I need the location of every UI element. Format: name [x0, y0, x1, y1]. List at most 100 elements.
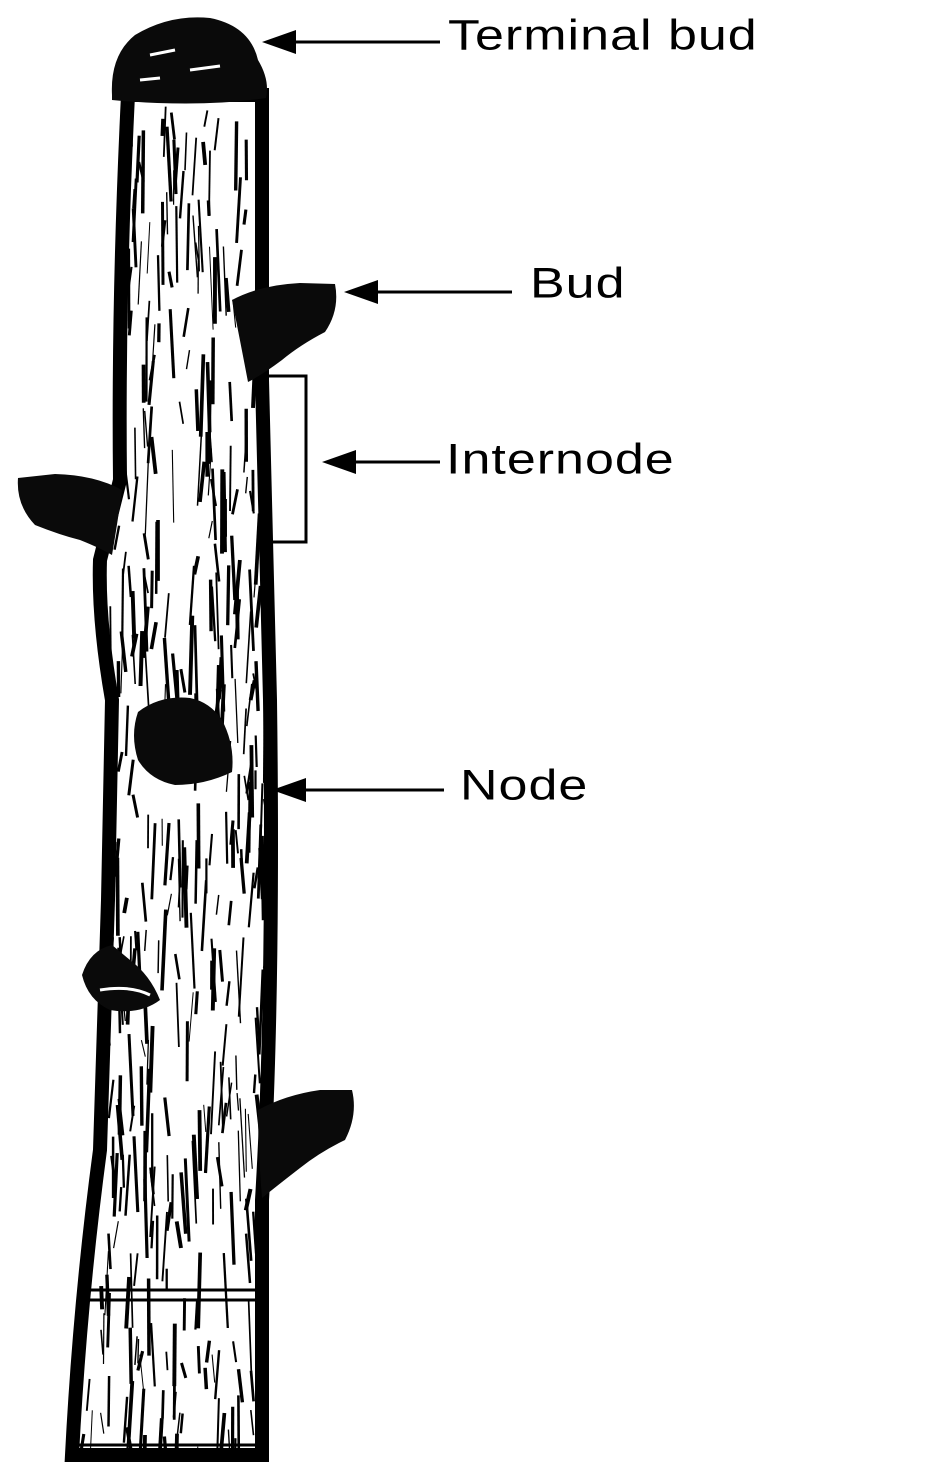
bud-lower-right-shape: [258, 1090, 354, 1198]
bark-stroke: [277, 119, 280, 136]
bark-stroke: [88, 745, 93, 789]
bark-stroke: [85, 192, 87, 220]
bark-stroke: [163, 1390, 164, 1418]
bark-stroke: [198, 1346, 199, 1373]
label-internode: Internode: [446, 438, 675, 481]
bark-stroke: [226, 812, 227, 864]
bud-left-shape: [18, 474, 122, 555]
bark-stroke: [264, 707, 265, 783]
bark-stroke: [167, 192, 168, 234]
bark-stroke: [272, 242, 276, 291]
bark-stroke: [144, 1435, 145, 1470]
bark-stroke: [262, 836, 263, 920]
bark-stroke: [71, 747, 72, 788]
bark-stroke: [199, 226, 200, 272]
bark-stroke: [196, 991, 198, 1014]
bark-stroke: [99, 690, 104, 750]
bark-stroke: [91, 357, 95, 394]
bark-stroke: [83, 1101, 84, 1148]
arrow-node: [272, 778, 444, 802]
bark-stroke: [84, 1006, 86, 1090]
bark-stroke: [143, 130, 144, 213]
bark-stroke: [104, 280, 106, 352]
bark-stroke: [138, 1339, 139, 1363]
bark-stroke: [278, 1219, 280, 1263]
bark-stroke: [71, 586, 72, 642]
bark-stroke: [90, 281, 93, 297]
bark-stroke: [109, 1376, 110, 1427]
bark-stroke: [93, 277, 96, 340]
bark-stroke: [102, 228, 104, 284]
arrow-terminal-bud: [262, 30, 440, 54]
bark-stroke: [75, 1127, 80, 1162]
label-node: Node: [460, 764, 588, 807]
bark-stroke: [91, 647, 92, 678]
bark-stroke: [231, 645, 232, 678]
bark-stroke: [196, 389, 198, 431]
bark-stroke: [228, 565, 229, 625]
bark-stroke: [79, 268, 81, 331]
bark-stroke: [205, 1368, 206, 1389]
bark-stroke: [98, 261, 101, 335]
bud-upper-right-shape: [232, 283, 336, 382]
bark-stroke: [123, 234, 126, 253]
bark-stroke: [98, 300, 102, 342]
bark-stroke: [98, 370, 99, 413]
bark-stroke: [91, 121, 96, 192]
bark-stroke: [278, 677, 279, 759]
bark-stroke: [74, 360, 79, 433]
bark-stroke: [86, 265, 89, 334]
bark-stroke: [69, 1109, 73, 1157]
bark-stroke: [111, 840, 112, 861]
bark-stroke: [96, 346, 100, 427]
bark-stroke: [77, 966, 78, 1043]
bark-stroke: [273, 1351, 275, 1426]
bark-stroke: [278, 989, 280, 1015]
bark-stroke: [107, 168, 112, 249]
bark-stroke: [89, 164, 91, 208]
bark-stroke: [141, 631, 143, 686]
bark-stroke: [135, 428, 136, 480]
bark-stroke: [200, 1110, 201, 1171]
label-bud: Bud: [530, 262, 626, 305]
bark-stroke: [162, 119, 163, 136]
arrow-internode: [322, 450, 440, 474]
bark-stroke: [74, 825, 77, 898]
bark-stroke: [82, 998, 85, 1024]
bark-stroke: [73, 826, 78, 884]
bark-stroke: [76, 771, 77, 817]
bark-stroke: [124, 898, 127, 913]
bark-stroke: [110, 871, 111, 942]
bark-stroke: [209, 151, 210, 216]
bark-stroke: [279, 397, 280, 441]
bark-stroke: [230, 446, 231, 511]
bark-stroke: [241, 849, 242, 870]
bark-stroke: [101, 302, 104, 340]
bark-stroke: [141, 1066, 142, 1125]
bark-stroke: [117, 858, 118, 936]
bark-stroke: [97, 384, 101, 433]
label-terminal-bud: Terminal bud: [448, 14, 758, 57]
bark-stroke: [74, 141, 77, 222]
bark-stroke: [111, 747, 113, 817]
bark-stroke: [273, 436, 278, 516]
bark-stroke: [145, 1179, 147, 1258]
bark-stroke: [184, 847, 186, 927]
bark-stroke: [276, 107, 277, 129]
bark-stroke: [158, 940, 159, 973]
bark-stroke: [90, 1092, 93, 1153]
bark-stroke: [103, 300, 105, 327]
bark-stroke: [70, 1124, 71, 1205]
bark-stroke: [72, 1201, 73, 1260]
bark-stroke: [278, 716, 279, 792]
bark-stroke: [72, 642, 76, 695]
bark-stroke: [166, 1352, 167, 1371]
bark-stroke: [203, 142, 205, 165]
bark-stroke: [116, 110, 119, 169]
bark-stroke: [254, 1075, 255, 1094]
bark-stroke: [152, 571, 153, 609]
bark-stroke: [77, 1135, 80, 1185]
bark-stroke: [190, 616, 192, 695]
bark-stroke: [88, 291, 92, 333]
